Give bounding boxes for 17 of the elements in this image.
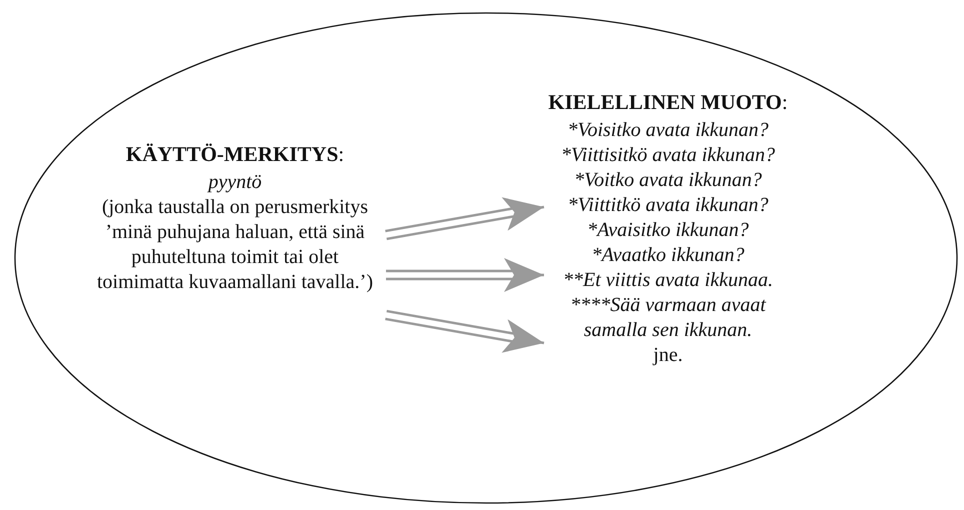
example-sentence: ****Sää varmaan avaat samalla sen ikkunan.	[569, 293, 768, 343]
example-sentence: **Et viittis avata ikkunaa.	[562, 268, 774, 293]
double-arrow	[384, 258, 546, 292]
body-text: jne.	[652, 343, 684, 368]
body-text: (jonka taustalla on perusmerkitys ’minä puhujana haluan, että sinä puhuteltuna toimit tai olet toimimatta kuvaamallani tavalla.’)	[96, 195, 374, 295]
example-sentence: *Avaisitko ikkunan?	[586, 218, 750, 243]
double-arrow	[384, 310, 546, 353]
example-sentence: *Voitko avata ikkunan?	[573, 168, 763, 193]
double-arrow	[384, 197, 546, 240]
heading: KIELELLINEN MUOTO:	[548, 89, 788, 116]
example-sentence: *Voisitko avata ikkunan?	[566, 118, 770, 143]
example-sentence: *Viittitkö avata ikkunan?	[566, 193, 770, 218]
heading: KÄYTTÖ-MERKITYS:	[124, 141, 346, 168]
example-sentence: *Avaatko ikkunan?	[590, 243, 746, 268]
ellipse-outline	[14, 12, 958, 504]
example-sentence: *Viittisitkö avata ikkunan?	[560, 143, 776, 168]
example-sentence: pyyntö	[206, 170, 263, 195]
